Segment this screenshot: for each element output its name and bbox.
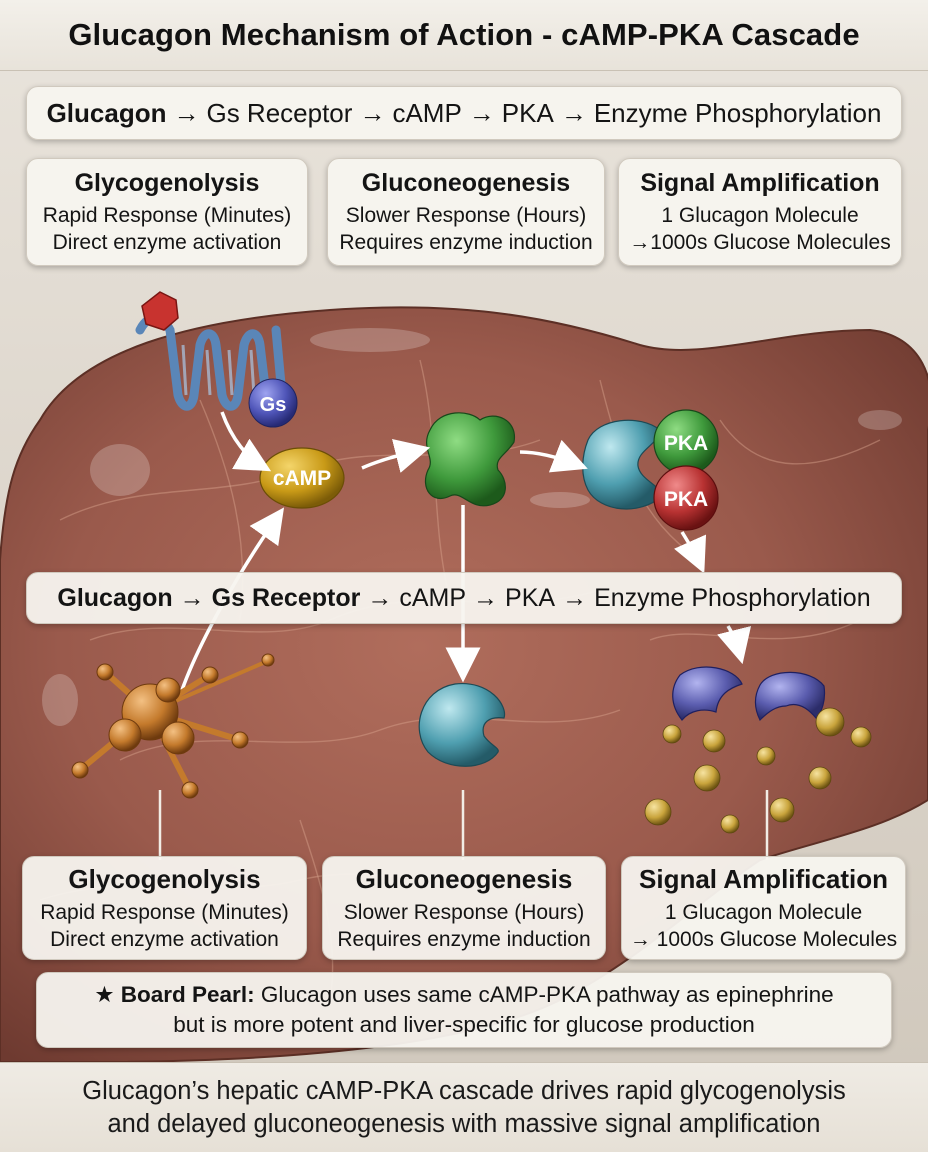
phosphorylase-right (754, 671, 826, 722)
pka-label-1: PKA (664, 432, 708, 455)
card-line: Direct enzyme activation (52, 230, 282, 254)
camp-molecule (259, 447, 345, 509)
flow-step: PKA (501, 97, 554, 128)
glucose-beads (644, 707, 872, 834)
phosphorylase-left (672, 666, 743, 721)
star-icon: ★ (94, 982, 115, 1007)
caption-line-1: Glucagon’s hepatic cAMP-PKA cascade driv… (82, 1077, 846, 1105)
pearl-text-1: Glucagon uses same cAMP-PKA pathway as e… (260, 982, 834, 1007)
card-line: → 1000s Glucose Molecules (629, 927, 898, 951)
flow-start: Glucagon (57, 583, 173, 612)
top-card-gluconeogenesis: Gluconeogenesis Slower Response (Hours) … (327, 158, 605, 266)
card-heading: Signal Amplification (639, 863, 888, 894)
card-line: →1000s Glucose Molecules (629, 230, 891, 254)
flow-arrow: → (560, 97, 587, 128)
flow-arrow: → (468, 97, 495, 128)
card-line: Requires enzyme induction (339, 230, 593, 254)
card-line: 1 Glucagon Molecule (661, 203, 859, 227)
flow-step: cAMP (399, 583, 467, 612)
card-heading: Signal Amplification (640, 168, 880, 197)
title-bar: Glucagon Mechanism of Action - cAMP-PKA … (0, 0, 928, 71)
gluconeogenic-enzyme (418, 683, 506, 767)
caption: Glucagon’s hepatic cAMP-PKA cascade driv… (0, 1062, 928, 1152)
gs-protein (248, 378, 298, 428)
flow-arrow: → (367, 583, 393, 612)
green-enzyme (424, 412, 515, 507)
card-heading: Gluconeogenesis (355, 863, 573, 894)
top-card-glycogenolysis: Glycogenolysis Rapid Response (Minutes) … (26, 158, 308, 266)
flow-step: Enzyme Phosphorylation (594, 583, 871, 612)
card-heading: Glycogenolysis (68, 863, 261, 894)
glycogen-cluster (71, 653, 275, 799)
flow-step: cAMP (392, 97, 462, 128)
card-heading: Gluconeogenesis (361, 168, 571, 197)
card-line: Slower Response (Hours) (345, 203, 587, 227)
bottom-card-gluconeogenesis: Gluconeogenesis Slower Response (Hours) … (322, 856, 606, 960)
flow-step: PKA (505, 583, 556, 612)
card-line: 1 Glucagon Molecule (664, 900, 863, 924)
top-flow-banner: Glucagon → Gs Receptor → cAMP → PKA → En… (26, 86, 902, 140)
flow-arrow: → (359, 97, 386, 128)
page-title: Glucagon Mechanism of Action - cAMP-PKA … (68, 17, 860, 52)
flow-arrow: → (179, 583, 205, 612)
flow-arrow: → (562, 583, 588, 612)
flow-arrow: → (473, 583, 499, 612)
flow-step: Gs Receptor (206, 97, 353, 128)
pearl-line-1: ★ Board Pearl: Glucagon uses same cAMP-P… (37, 980, 891, 1010)
card-line: Rapid Response (Minutes) (40, 900, 289, 924)
flow-arrow: → (173, 97, 200, 128)
mid-flow-banner: Glucagon → Gs Receptor → cAMP → PKA → En… (26, 572, 902, 624)
flow-receptor: Gs Receptor (211, 583, 361, 612)
top-card-signal-amplification: Signal Amplification 1 Glucagon Molecule… (618, 158, 902, 266)
glucagon-ligand (141, 291, 179, 331)
teal-enzyme (582, 419, 663, 510)
flow-step: Enzyme Phosphorylation (593, 97, 882, 128)
caption-line-2: and delayed gluconeogenesis with massive… (107, 1110, 821, 1138)
pka-red (653, 465, 719, 531)
board-pearl: ★ Board Pearl: Glucagon uses same cAMP-P… (36, 972, 892, 1048)
card-heading: Glycogenolysis (74, 168, 260, 197)
flow-start: Glucagon (46, 97, 167, 128)
pearl-text-2: but is more potent and liver-specific fo… (173, 1012, 755, 1037)
card-line: Rapid Response (Minutes) (42, 203, 292, 227)
card-line: Requires enzyme induction (337, 927, 591, 951)
camp-label: cAMP (273, 467, 331, 490)
card-line: Slower Response (Hours) (343, 900, 585, 924)
gs-label: Gs (260, 394, 287, 416)
bottom-card-signal-amplification: Signal Amplification 1 Glucagon Molecule… (621, 856, 906, 960)
bottom-card-glycogenolysis: Glycogenolysis Rapid Response (Minutes) … (22, 856, 307, 960)
card-line: Direct enzyme activation (50, 927, 279, 951)
pka-label-2: PKA (664, 488, 708, 511)
pearl-label: Board Pearl: (120, 982, 255, 1007)
